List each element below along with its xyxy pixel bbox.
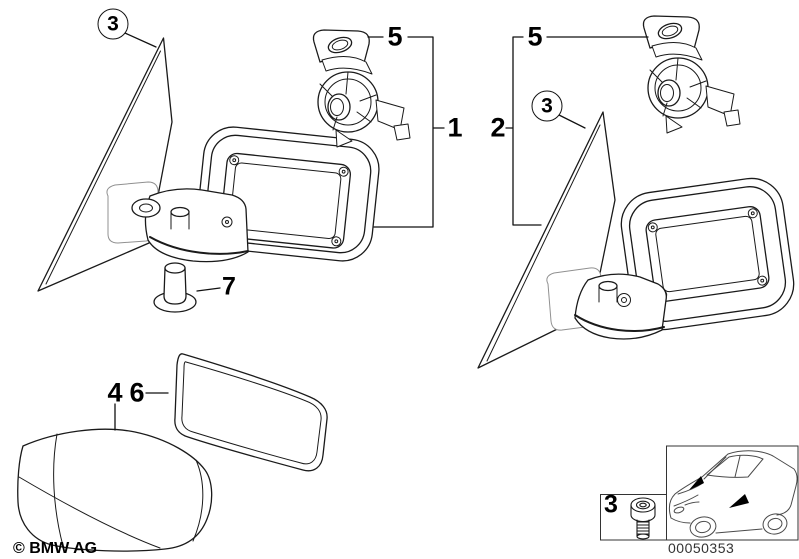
- callout-3-screw: 3: [604, 490, 618, 519]
- callout-7: 7: [222, 272, 236, 301]
- callout-leader-lines: [114, 32, 649, 431]
- car-sketch: [668, 450, 798, 538]
- callout-circle-3-right: 3: [531, 90, 563, 122]
- callout-1: 1: [447, 112, 463, 143]
- plug-part-7: [153, 262, 197, 313]
- screw-drawing: [630, 497, 656, 540]
- callout-4: 4: [107, 377, 123, 408]
- bmw-copyright: © BMW AG: [13, 540, 98, 557]
- mirror-foot-right: [546, 267, 667, 340]
- callout-circle-3-left: 3: [97, 8, 129, 40]
- callout-5-right: 5: [527, 21, 543, 52]
- mirror-location-arrows: [689, 476, 749, 508]
- callout-6: 6: [129, 377, 145, 408]
- mirror-actuator-right: [642, 15, 741, 134]
- mirror-base-gasket-left: [37, 37, 173, 292]
- car-thumbnail-box: [666, 445, 799, 541]
- callout-5-left: 5: [387, 21, 403, 52]
- mirror-foot-left: [106, 181, 249, 263]
- mirror-cap-drawing: [17, 428, 213, 552]
- mirror-glass-drawing: [174, 353, 328, 472]
- diagram-image-number: 00050353: [668, 540, 735, 556]
- mirror-actuator-left: [312, 29, 411, 148]
- callout-2: 2: [490, 112, 506, 143]
